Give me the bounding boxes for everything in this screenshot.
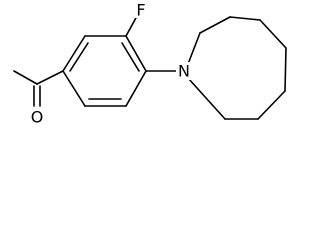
molecule-diagram: O F N [13,1,287,127]
bond-ring-fluorine [125,15,138,37]
azocane-bond-6 [257,90,286,120]
azocane-bond-1 [187,32,201,65]
ring-bond-c6-c1 [62,70,86,107]
bond-methyl-carbonyl [13,70,38,85]
azocane-bond-5 [284,47,287,92]
nitrogen-atom-label: N [178,62,190,81]
ring-bond-c1-c2 [62,35,86,72]
ring-bond-c4-c5 [125,70,147,107]
oxygen-atom-label: O [31,108,44,127]
ring-bond-c1-c2-inner [69,42,89,72]
azocane-bond-2 [199,16,231,34]
bond-carbonyl-ring [36,70,64,85]
fluorine-atom-label: F [136,1,145,20]
ring-bond-c3-c4-inner [121,42,140,72]
azocane-bond-8 [187,77,226,120]
structure-canvas: O F N [13,1,287,127]
ring-bond-c3-c4 [125,35,147,72]
azocane-bond-4 [259,19,287,49]
azocane-bond-3 [229,16,261,21]
